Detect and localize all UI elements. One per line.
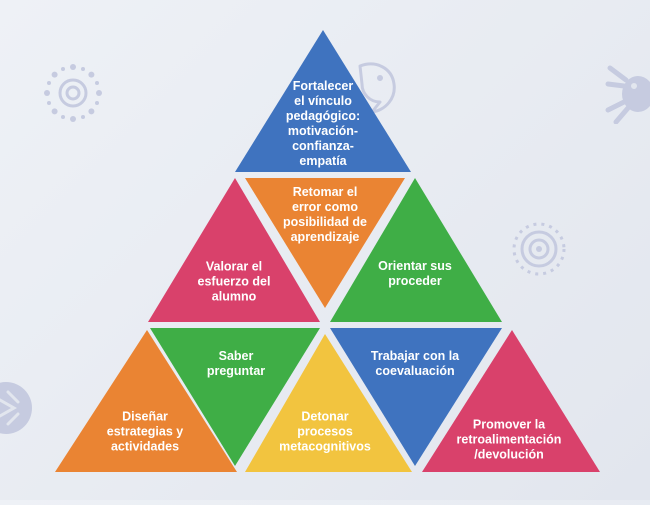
triangle-retomar-error: [245, 178, 405, 308]
triangle-detonar-procesos: [245, 334, 412, 472]
triangle-fortalecer-vinculo: [235, 30, 411, 172]
triangle-saber-preguntar: [150, 328, 320, 466]
triangle-disenar-estrategias: [55, 330, 237, 472]
triangle-orientar-proceder: [330, 178, 502, 322]
triangle-valorar-esfuerzo: [148, 178, 320, 322]
triangle-trabajar-coevaluacion: [330, 328, 502, 466]
triangle-promover-retroalimentacion: [422, 330, 600, 472]
